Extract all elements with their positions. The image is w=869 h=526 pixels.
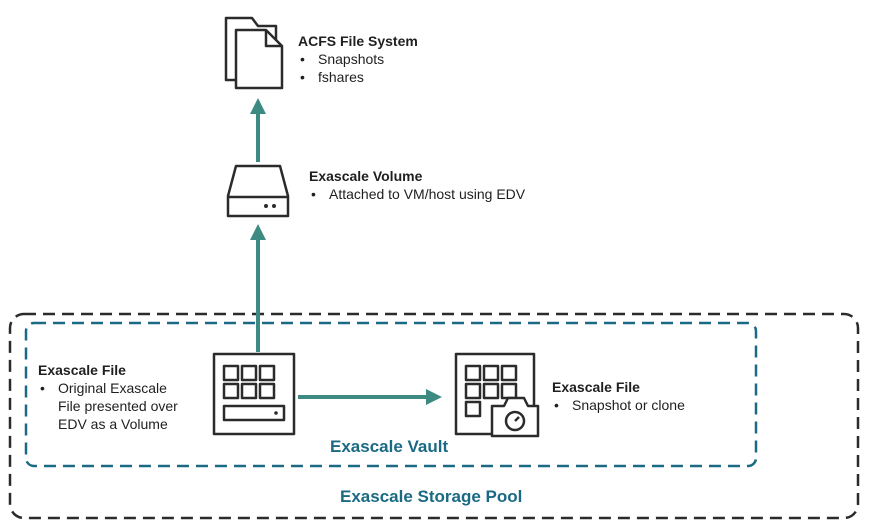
acfs-bullet: fshares (298, 68, 498, 86)
snapshot-file-bullets: Snapshot or clone (552, 396, 752, 414)
volume-bullets: Attached to VM/host using EDV (309, 185, 589, 203)
snapshot-file-title: Exascale File (552, 379, 640, 395)
acfs-title: ACFS File System (298, 33, 418, 49)
acfs-bullets: Snapshots fshares (298, 50, 498, 86)
snapshot-file-label-group: Exascale File Snapshot or clone (552, 378, 752, 414)
original-file-bullets: Original Exascale File presented over ED… (38, 379, 198, 433)
vault-label: Exascale Vault (330, 437, 449, 456)
storage-camera-icon (454, 352, 540, 438)
original-file-label-group: Exascale File Original Exascale File pre… (38, 361, 198, 433)
arrow-file-to-snapshot (298, 389, 442, 405)
storage-pool-label: Exascale Storage Pool (340, 487, 523, 506)
snapshot-file-bullet: Snapshot or clone (552, 396, 752, 414)
volume-bullet: Attached to VM/host using EDV (309, 185, 589, 203)
documents-icon (224, 16, 284, 90)
storage-grid-icon (212, 352, 296, 436)
acfs-bullet: Snapshots (298, 50, 498, 68)
volume-title: Exascale Volume (309, 168, 423, 184)
arrow-volume-to-acfs (250, 98, 266, 162)
arrow-file-to-volume (250, 224, 266, 352)
original-file-bullet: Original Exascale File presented over ED… (38, 379, 193, 433)
original-file-title: Exascale File (38, 362, 126, 378)
acfs-label-group: ACFS File System Snapshots fshares (298, 32, 498, 86)
vault-border (24, 321, 758, 468)
disk-drive-icon (226, 164, 290, 218)
volume-label-group: Exascale Volume Attached to VM/host usin… (309, 167, 589, 203)
storage-pool-border (8, 312, 860, 520)
